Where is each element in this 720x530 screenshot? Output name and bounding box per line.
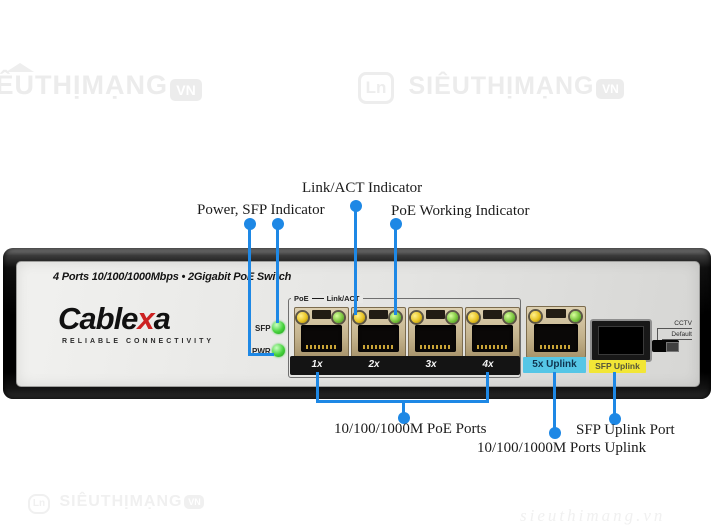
- port4-opening: [472, 325, 513, 352]
- sfp-cage: [590, 319, 652, 362]
- bracket-right-vertical: [486, 372, 489, 403]
- bracket-left-vertical: [316, 372, 319, 403]
- watermark-vn-badge: VN: [184, 494, 205, 509]
- callout-power-sfp-indicator: Power, SFP Indicator: [197, 202, 325, 218]
- port3-poe-led: [447, 312, 458, 323]
- port4-number: 4x: [482, 359, 494, 370]
- sfp-indicator-label: SFP: [255, 324, 271, 333]
- watermark-bottom-right: sieuthimang.vn: [520, 506, 665, 526]
- leader-line-uplink5: [553, 372, 556, 428]
- watermark-text: sieuthimang.vn: [520, 506, 666, 525]
- rj45-port-4: [465, 307, 520, 358]
- leader-line-linkact: [354, 210, 357, 315]
- callout-dot-uplink5: [549, 427, 561, 439]
- port3-latch-slot: [426, 310, 445, 319]
- port2-latch-slot: [369, 310, 388, 319]
- watermark-house-icon: [6, 63, 34, 72]
- port4-pins: [477, 345, 507, 349]
- callout-ports-uplink: 10/100/1000M Ports Uplink: [477, 440, 647, 456]
- callout-linkact-indicator: Link/ACT Indicator: [302, 180, 423, 196]
- port3-pins: [420, 345, 450, 349]
- dip-label-cctv: CCTV: [657, 320, 692, 329]
- port3-linkact-led: [411, 312, 422, 323]
- bracket-stem: [402, 403, 405, 414]
- watermark-vn-badge: VN: [596, 78, 625, 99]
- watermark-vn-badge: VN: [170, 78, 202, 101]
- sfp-led: [272, 321, 285, 334]
- port1-opening: [301, 325, 342, 352]
- callout-poe-working-indicator: PoE Working Indicator: [391, 203, 530, 219]
- port1-pins: [306, 345, 336, 349]
- group-label-line: [311, 298, 324, 299]
- dip-bracket-line: [657, 328, 658, 340]
- leader-line-sfp: [276, 228, 279, 323]
- port1-linkact-led: [297, 312, 308, 323]
- pwr-led: [272, 344, 285, 357]
- port-number-strip: 1x 2x 3x 4x: [290, 356, 520, 375]
- callout-dot-sfp: [272, 218, 284, 230]
- callout-poe-ports: 10/100/1000M PoE Ports: [334, 421, 487, 437]
- port2-pins: [363, 345, 393, 349]
- port2-linkact-led: [354, 312, 365, 323]
- leader-line-pwr-horizontal: [248, 353, 274, 356]
- poe-port-group-outline: [288, 298, 521, 378]
- port1-latch-slot: [312, 310, 331, 319]
- port2-number: 2x: [368, 359, 380, 370]
- watermark-logo-icon: Ln: [28, 494, 50, 514]
- watermark-text: SIÊUTHỊMẠNG: [59, 493, 183, 510]
- poe-linkact-group-label: PoE Link/ACT: [291, 294, 363, 303]
- callout-dot-sfp-uplink: [609, 413, 621, 425]
- leader-line-pwr-vertical: [248, 228, 251, 356]
- rj45-port-2: [351, 307, 406, 358]
- rj45-port-3: [408, 307, 463, 358]
- watermark-text: SIÊUTHỊMẠNG: [0, 70, 168, 100]
- port3-opening: [415, 325, 456, 352]
- callout-sfp-uplink-port: SFP Uplink Port: [576, 422, 675, 438]
- port1-poe-led: [333, 312, 344, 323]
- leader-line-sfp-uplink: [613, 372, 616, 414]
- callout-dot-linkact: [350, 200, 362, 212]
- brand-accent-letter: x: [137, 301, 154, 336]
- sfp-port-label: SFP Uplink: [589, 360, 646, 373]
- dip-label-default: Default: [662, 331, 692, 340]
- rj45-port-1: [294, 307, 349, 358]
- bracket-horizontal: [316, 400, 489, 403]
- port3-number: 3x: [425, 359, 437, 370]
- pwr-indicator-label: PWR: [252, 347, 271, 356]
- group-label-linkact: Link/ACT: [326, 294, 360, 303]
- group-label-poe: PoE: [294, 294, 309, 303]
- rj45-uplink-port-5: [526, 306, 586, 358]
- dip-switch-knob: [666, 342, 679, 352]
- callout-dot-pwr: [244, 218, 256, 230]
- callout-dot-poe-ports: [398, 412, 410, 424]
- port4-poe-led: [504, 312, 515, 323]
- port5-pins: [540, 345, 572, 349]
- watermark-logo-icon: Ln: [358, 72, 394, 104]
- brand-tagline: RELIABLE CONNECTIVITY: [62, 338, 215, 345]
- uplink-port-label: 5x Uplink: [523, 357, 586, 373]
- port5-poe-led: [570, 311, 581, 322]
- port4-latch-slot: [483, 310, 502, 319]
- port5-latch-slot: [546, 309, 566, 318]
- callout-dot-poe: [390, 218, 402, 230]
- sfp-cage-opening: [598, 326, 644, 355]
- port2-poe-led: [390, 312, 401, 323]
- brand-part1: Cable: [58, 301, 138, 336]
- brand-logo: Cablexa: [58, 301, 171, 336]
- port5-opening: [534, 324, 578, 352]
- panel-title: 4 Ports 10/100/1000Mbps • 2Gigabit PoE S…: [53, 271, 292, 283]
- watermark-text: SIÊUTHỊMẠNG: [408, 72, 595, 100]
- port4-linkact-led: [468, 312, 479, 323]
- leader-line-poe: [394, 228, 397, 315]
- port5-linkact-led: [530, 311, 541, 322]
- port1-number: 1x: [311, 359, 323, 370]
- port2-opening: [358, 325, 399, 352]
- brand-part2: a: [153, 301, 171, 336]
